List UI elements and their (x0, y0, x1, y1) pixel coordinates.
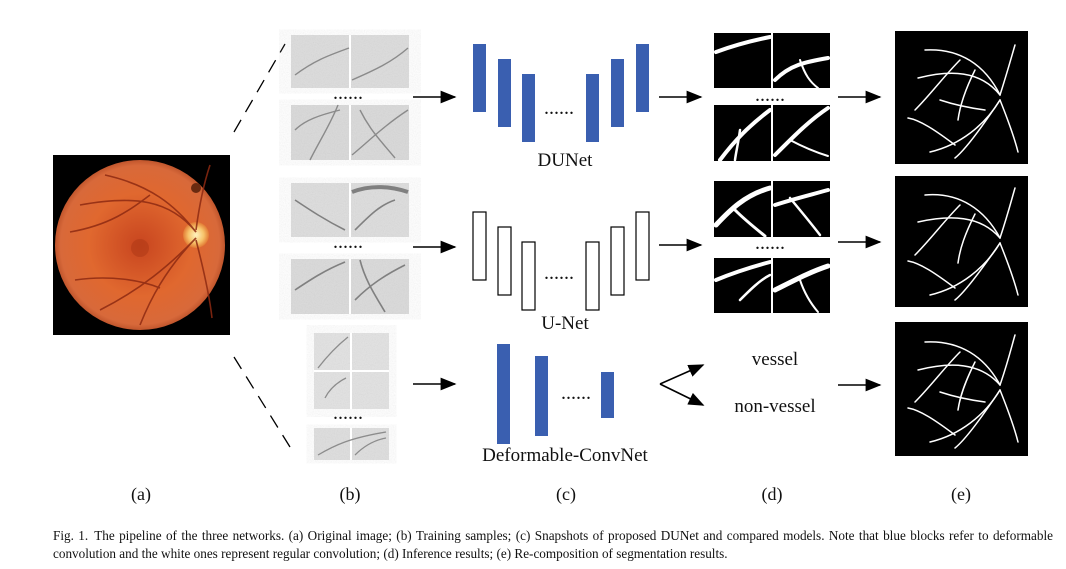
ellipsis-c2: ...... (544, 262, 574, 284)
unet-blocks (472, 211, 650, 311)
output-label-vessel: vessel (751, 349, 799, 370)
segmentation-result-unet (895, 176, 1028, 307)
ellipsis-c1: ...... (544, 97, 574, 119)
ellipsis-b2: ...... (333, 231, 363, 253)
dunet-blocks (473, 44, 649, 142)
panel-label-a: (a) (131, 484, 151, 504)
original-fundus-image (53, 155, 230, 335)
arrows-c-to-d (659, 90, 705, 406)
panel-label-e: (e) (951, 484, 971, 504)
training-patches-row3 (314, 333, 389, 460)
arrows-d-to-e (838, 90, 882, 392)
panel-label-b: (b) (339, 484, 361, 504)
network-label-deformable-convnet: Deformable-ConvNet (482, 445, 648, 466)
inference-patches-row2 (713, 181, 831, 313)
ellipsis-d2: ...... (755, 232, 785, 254)
fan-out-lines (233, 43, 291, 448)
arrows-b-to-c (413, 90, 457, 391)
pipeline-figure (53, 31, 1028, 460)
segmentation-result-dunet (895, 31, 1028, 164)
inference-patches-row1 (714, 33, 830, 162)
caption-text: The pipeline of the three networks. (a) … (53, 528, 1054, 561)
ellipsis-b3: ...... (333, 402, 363, 424)
network-label-dunet: DUNet (537, 150, 593, 171)
panel-label-c: (c) (556, 484, 576, 504)
ellipsis-d1: ...... (755, 84, 785, 106)
panel-label-d: (d) (761, 484, 783, 504)
segmentation-result-deformable-convnet (895, 322, 1028, 456)
training-patches-row2 (291, 183, 409, 314)
figure-caption: Fig. 1.The pipeline of the three network… (53, 527, 1053, 563)
training-patches-row1 (291, 35, 409, 161)
output-label-non-vessel: non-vessel (734, 396, 816, 417)
figure-number: Fig. 1. (53, 528, 89, 543)
ellipsis-c3: ...... (561, 382, 591, 404)
deformable-convnet-blocks (497, 344, 614, 444)
ellipsis-b1: ...... (333, 82, 363, 104)
network-label-unet: U-Net (541, 313, 589, 334)
